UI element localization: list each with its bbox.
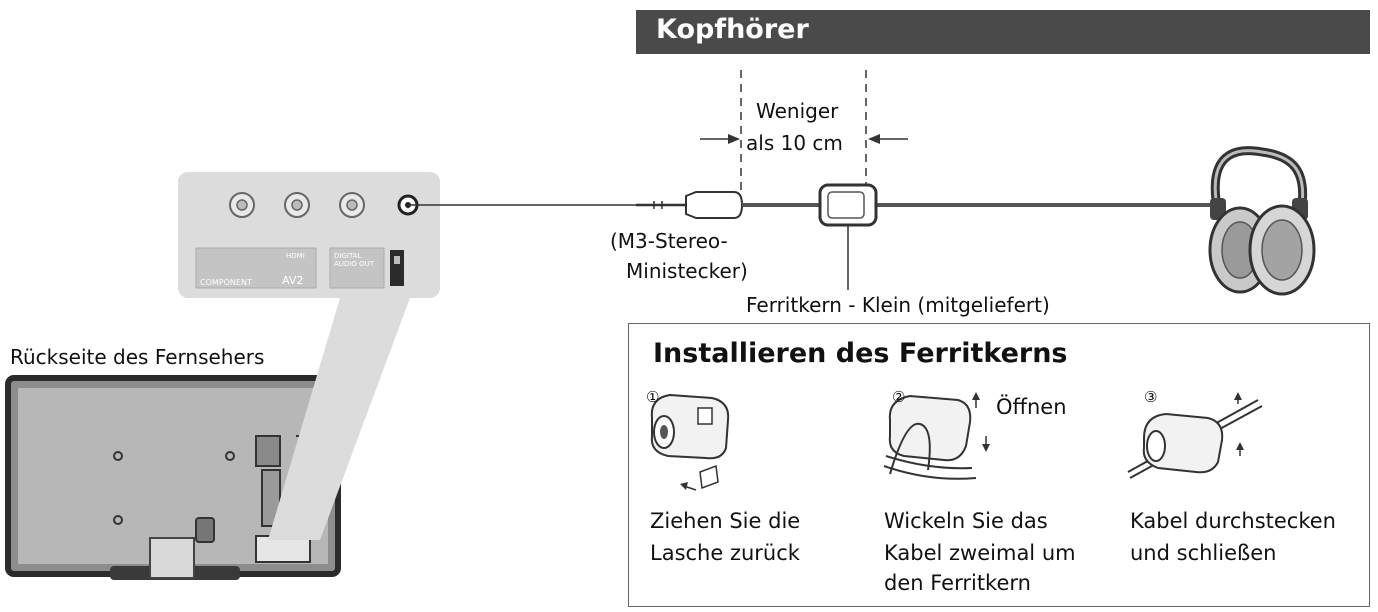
step-1-text-line2: Lasche zurück — [650, 541, 800, 565]
plug-label-line2: Ministecker) — [626, 259, 748, 283]
step-3-number: ③ — [1144, 388, 1158, 406]
stereo-mini-plug — [636, 191, 744, 219]
step-2-text-line3: den Ferritkern — [884, 571, 1031, 595]
plug-label-line1: (M3-Stereo- — [610, 229, 728, 253]
panel-label-digital-audio-out: DIGITAL AUDIO OUT — [334, 252, 375, 268]
install-title: Installieren des Ferritkerns — [653, 338, 1068, 369]
connector-panel — [178, 172, 440, 298]
distance-label-line1: Weniger — [756, 99, 839, 123]
step-2-ferrite-illustration — [883, 392, 990, 480]
step-3-text-line2: und schließen — [1130, 541, 1277, 565]
panel-label-av2: AV2 — [282, 274, 304, 287]
step-1-number: ① — [646, 388, 660, 406]
ferrite-install-box: Installieren des Ferritkerns — [628, 323, 1370, 607]
step-2-text-line1: Wickeln Sie das — [884, 509, 1048, 533]
step-3-ferrite-illustration — [1127, 392, 1263, 479]
ferrite-core-small — [818, 183, 878, 290]
tv-back-label: Rückseite des Fernsehers — [10, 345, 265, 369]
step-2-open-note: Öffnen — [996, 395, 1067, 419]
panel-label-hdmi: HDMI — [286, 252, 305, 260]
zoom-callout — [268, 298, 410, 540]
step-3-text-line1: Kabel durchstecken — [1130, 509, 1336, 533]
step-1-text-line1: Ziehen Sie die — [650, 509, 801, 533]
step-2-number: ② — [892, 388, 906, 406]
distance-arrow-right — [868, 134, 908, 144]
headphones-illustration — [1208, 146, 1316, 296]
distance-arrow-left — [700, 134, 740, 144]
panel-label-component: COMPONENT — [200, 278, 252, 287]
section-header-bar: Kopfhörer — [636, 10, 1370, 54]
step-1-ferrite-illustration — [650, 393, 730, 491]
step-2-text-line2: Kabel zweimal um — [884, 541, 1076, 565]
distance-label-line2: als 10 cm — [746, 131, 843, 155]
ferrite-core-label: Ferritkern - Klein (mitgeliefert) — [746, 293, 1050, 317]
section-title: Kopfhörer — [656, 14, 809, 45]
